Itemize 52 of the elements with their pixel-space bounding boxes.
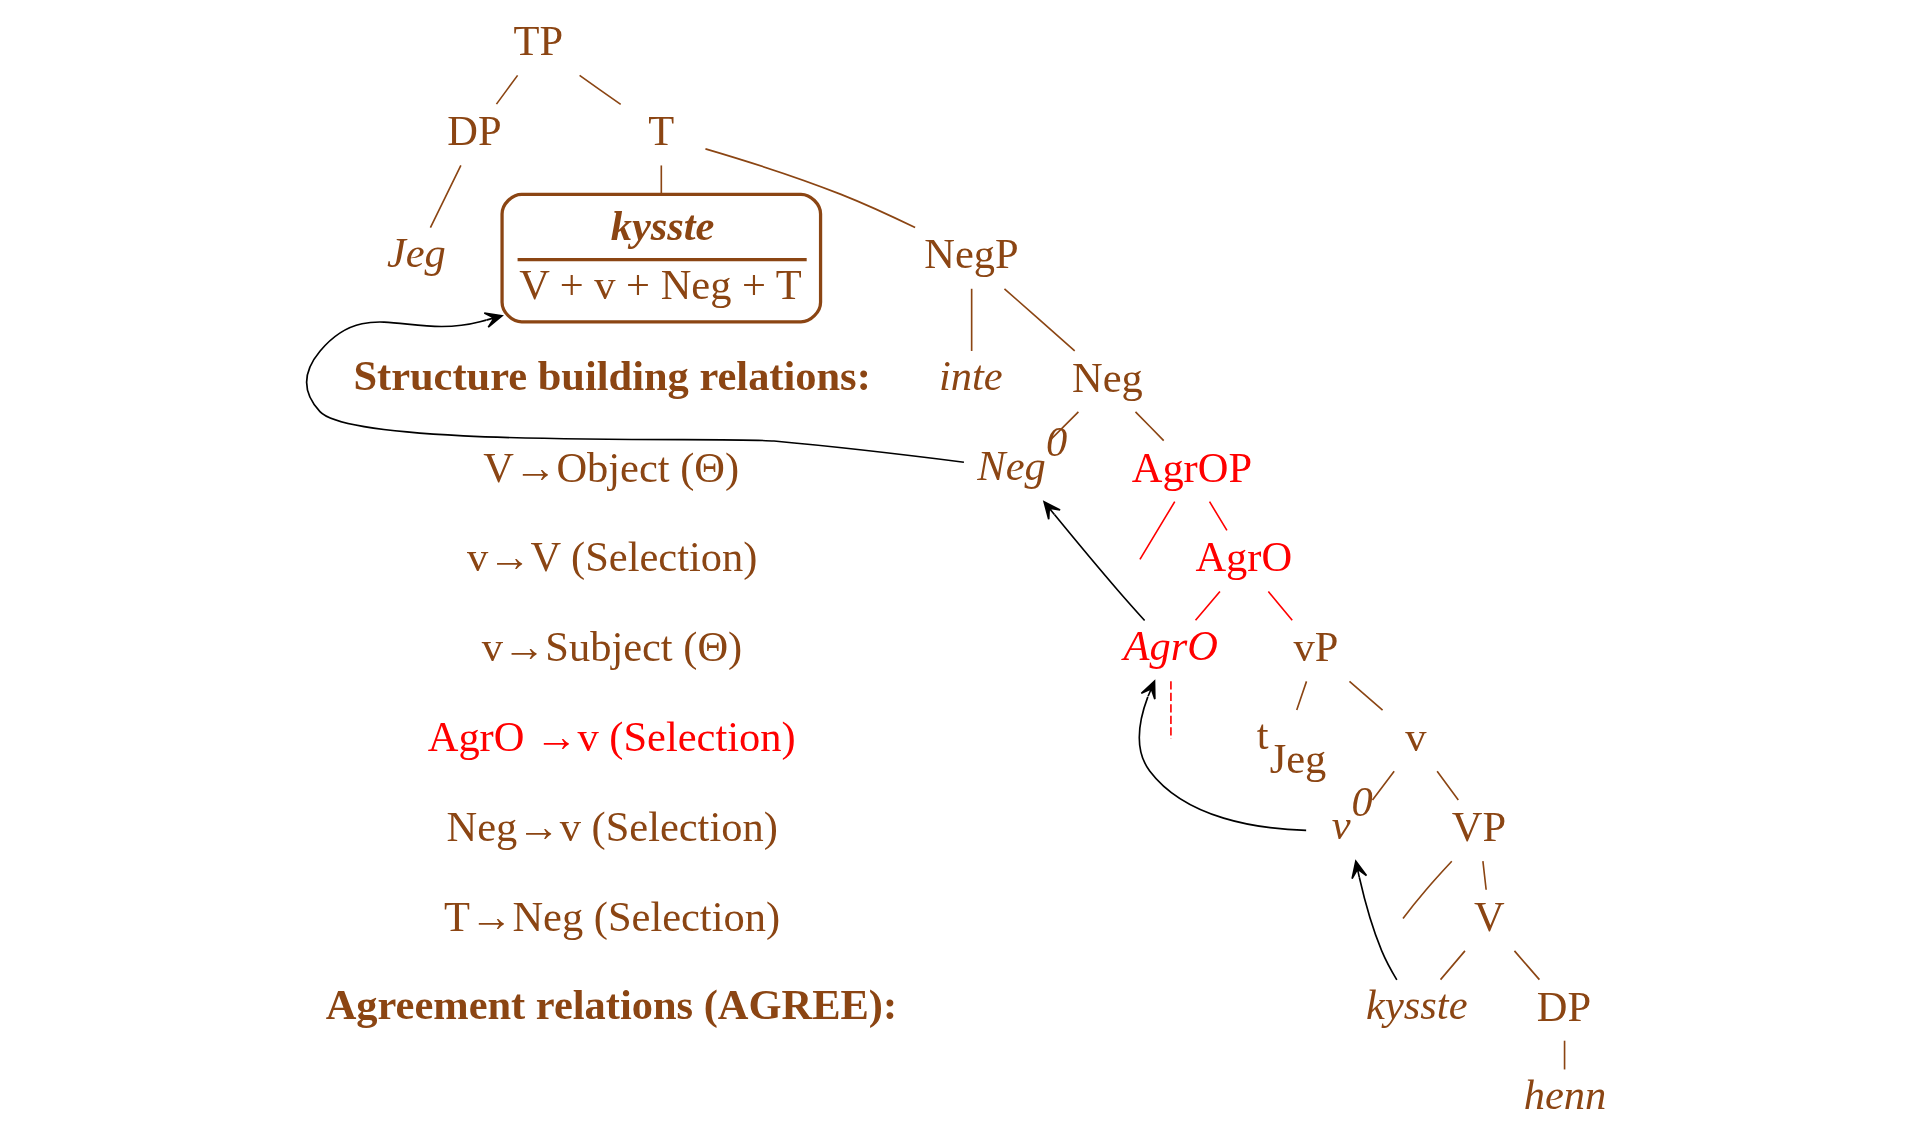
arrow bbox=[305, 312, 965, 463]
node-text: T bbox=[647, 107, 674, 155]
connector bbox=[1295, 680, 1307, 711]
connector bbox=[1401, 860, 1453, 920]
node-text: DP bbox=[1536, 982, 1591, 1030]
node-text: TP bbox=[513, 17, 563, 65]
connector bbox=[1134, 411, 1165, 442]
label: T→Neg (Selection) bbox=[443, 892, 780, 940]
connector bbox=[1481, 860, 1487, 891]
connector bbox=[1563, 1039, 1565, 1071]
node-box: kysste V + v + Neg + T bbox=[499, 192, 822, 324]
node-text: DP bbox=[446, 107, 502, 155]
connector bbox=[704, 148, 916, 229]
node-text: VP bbox=[1451, 802, 1506, 850]
node-text: vP bbox=[1292, 623, 1338, 671]
connector bbox=[660, 164, 662, 195]
connector bbox=[1513, 950, 1540, 981]
label: v→Subject (Θ) bbox=[481, 623, 742, 671]
label: Agreement relations (AGREE): bbox=[325, 980, 897, 1028]
node-text: NegP bbox=[923, 230, 1019, 278]
label: Neg→v (Selection) bbox=[446, 802, 778, 850]
connector bbox=[1048, 411, 1079, 442]
connector bbox=[578, 74, 621, 106]
arrow bbox=[1350, 860, 1398, 981]
connector bbox=[1208, 500, 1228, 532]
connector bbox=[1003, 287, 1075, 352]
node-text: v bbox=[1404, 713, 1427, 761]
arrow bbox=[1138, 680, 1307, 832]
label: V→Object (Θ) bbox=[482, 443, 739, 491]
connector bbox=[1371, 770, 1395, 801]
connector bbox=[1435, 770, 1459, 801]
arrow bbox=[1042, 501, 1145, 622]
connector bbox=[1439, 950, 1466, 981]
connector bbox=[970, 287, 972, 352]
connector bbox=[1267, 590, 1293, 622]
node-text: inte bbox=[938, 352, 1003, 400]
node-text: kysste bbox=[1365, 980, 1467, 1028]
connector bbox=[1348, 680, 1383, 711]
connector bbox=[495, 74, 518, 105]
label: Structure building relations: bbox=[352, 352, 871, 400]
label: AgrO →v (Selection) bbox=[427, 713, 796, 761]
connector bbox=[1194, 590, 1221, 622]
node-text: AgrO bbox=[1194, 533, 1292, 581]
node-text: Neg bbox=[1071, 353, 1143, 401]
label: v→V (Selection) bbox=[466, 533, 757, 581]
node-text: AgrOP bbox=[1131, 443, 1252, 491]
node-text: AgrO bbox=[1123, 621, 1218, 669]
node-text: henn bbox=[1523, 1070, 1606, 1118]
node-text: V bbox=[1473, 892, 1505, 940]
connector bbox=[429, 164, 462, 229]
connector bbox=[1138, 500, 1176, 561]
node-text: Jeg bbox=[386, 228, 446, 276]
